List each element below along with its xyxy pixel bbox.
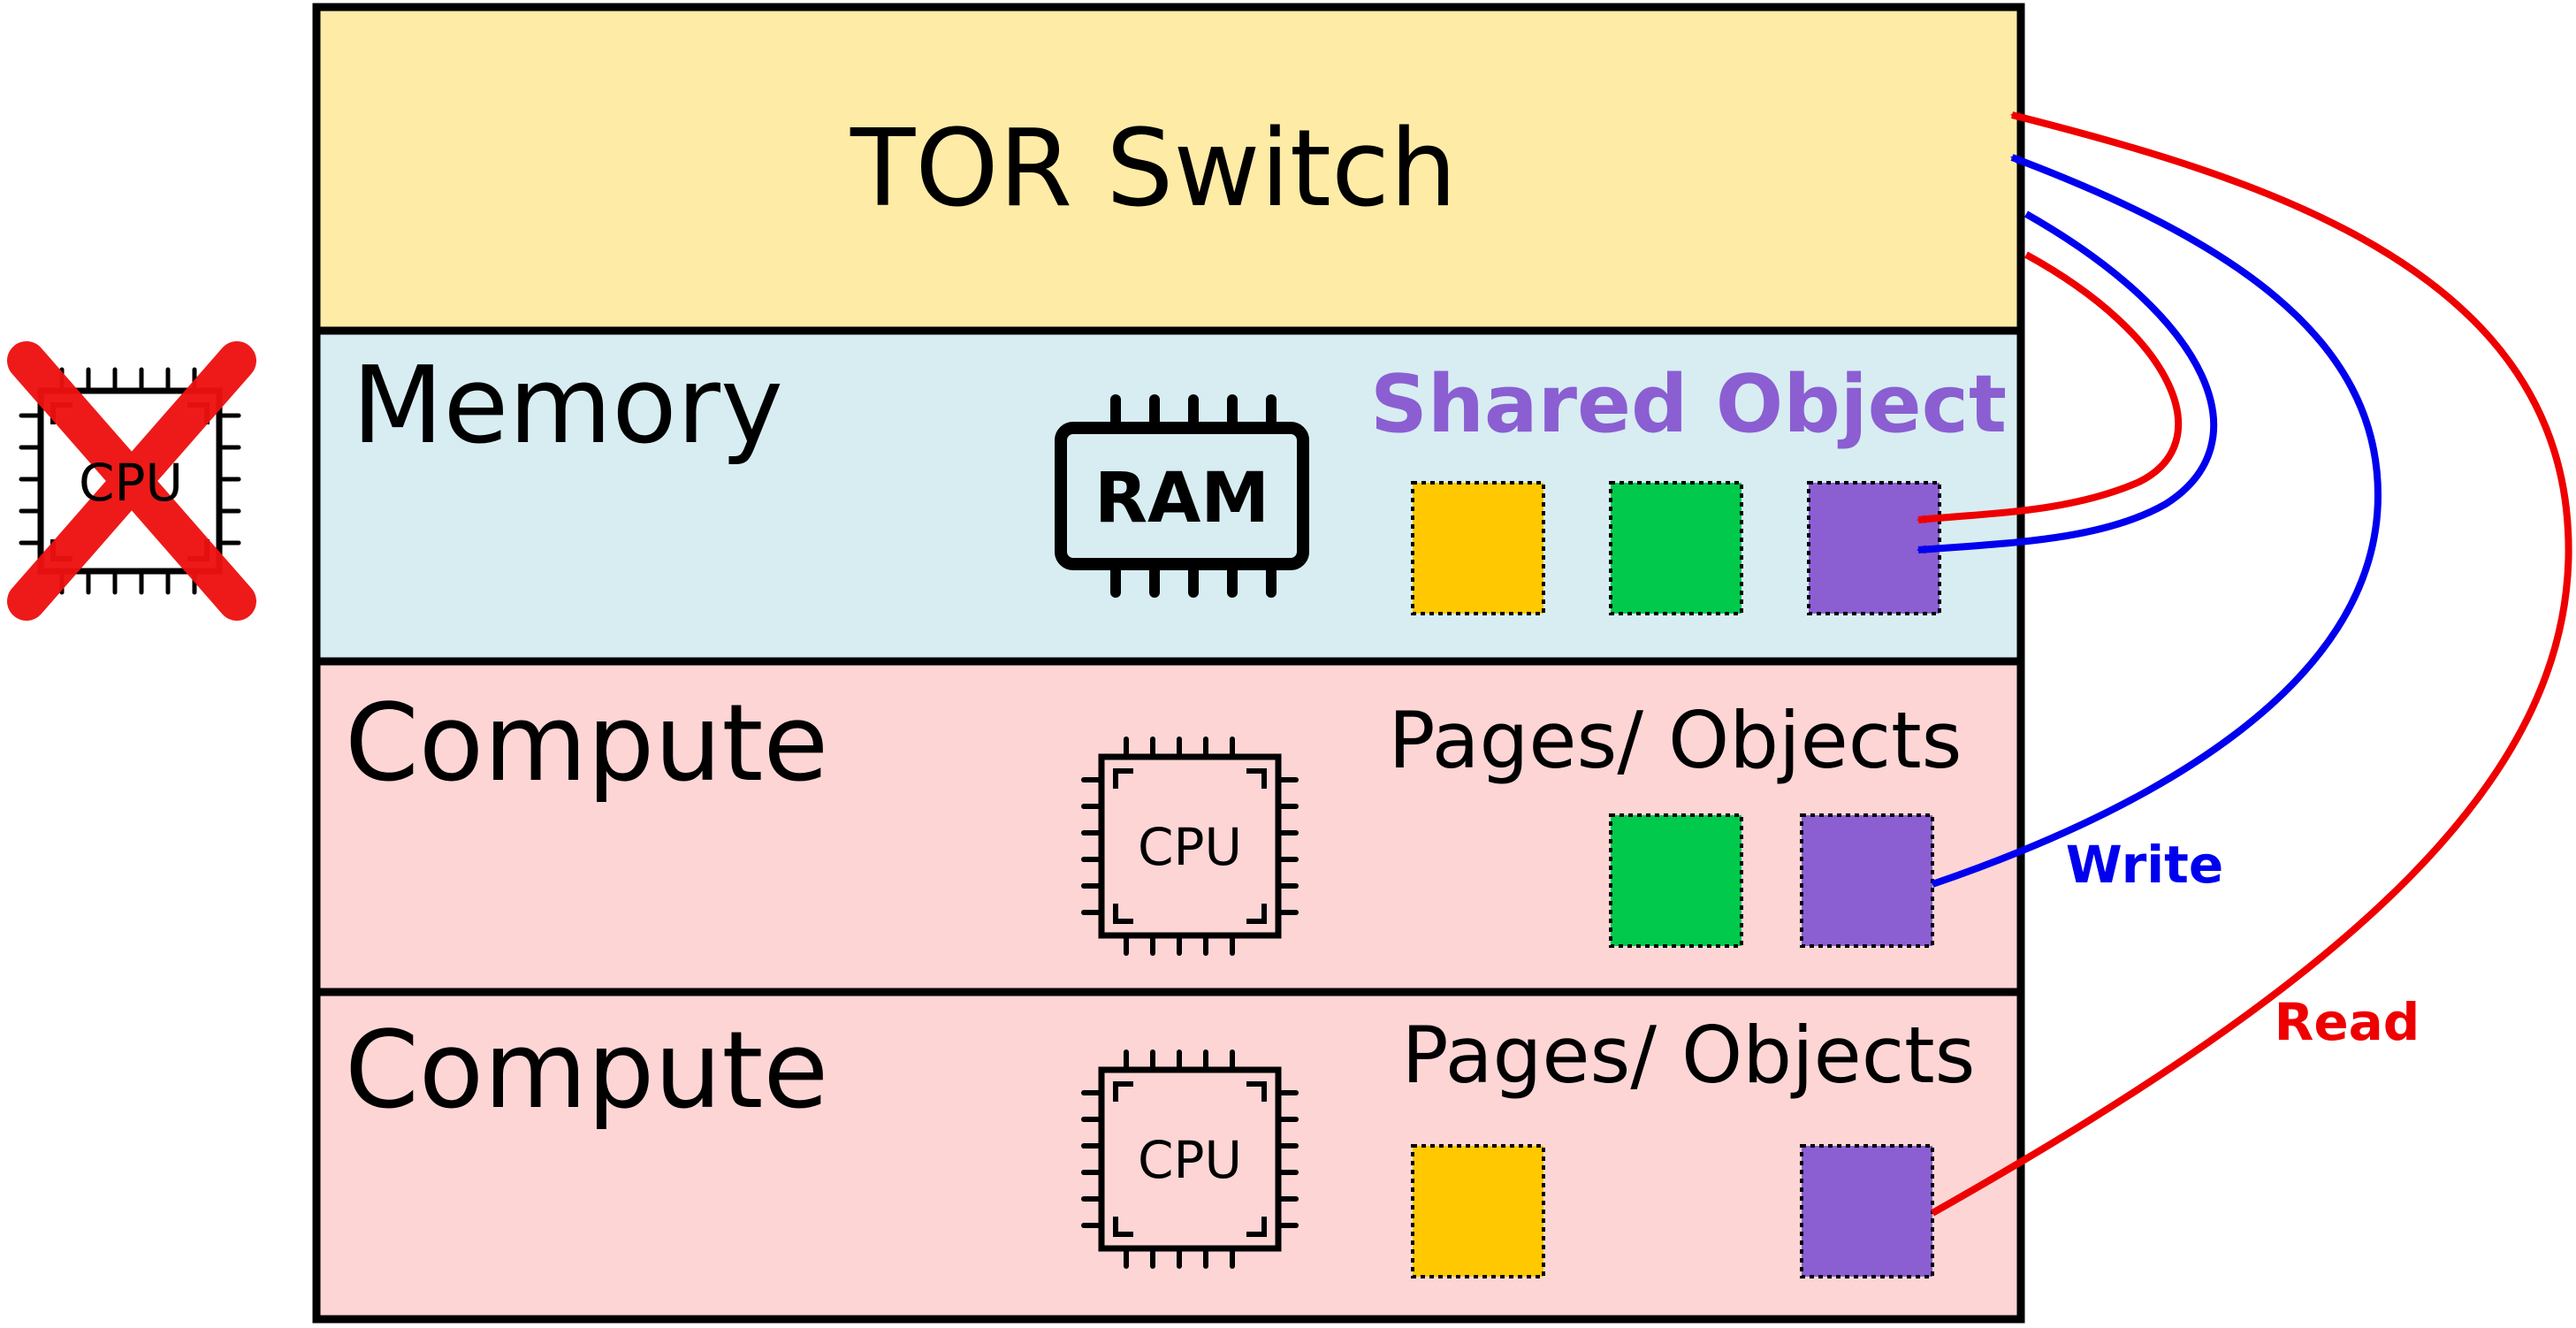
tor-switch-box bbox=[312, 3, 2025, 335]
cpu-label-2: CPU bbox=[1138, 1130, 1242, 1190]
compute1-object-green bbox=[1609, 813, 1743, 948]
compute2-object-yellow bbox=[1411, 1144, 1545, 1278]
tor-switch-label: TOR Switch bbox=[850, 108, 1457, 231]
failed-cpu-icon: CPU bbox=[7, 341, 256, 621]
read-arrow-to-switch bbox=[1931, 111, 2572, 1217]
ram-icon: RAM bbox=[1055, 394, 1309, 598]
failed-cpu-label: CPU bbox=[79, 453, 183, 513]
write-arrow-to-memory bbox=[1917, 210, 2218, 554]
pages-objects-label-2: Pages/ Objects bbox=[1402, 1010, 1976, 1101]
cross-icon bbox=[7, 341, 256, 621]
memory-object-green bbox=[1609, 481, 1743, 615]
compute2-object-purple bbox=[1800, 1144, 1934, 1278]
write-label: Write bbox=[2066, 835, 2224, 895]
read-arrow-to-memory bbox=[1917, 251, 2183, 524]
compute-label-1: Compute bbox=[345, 683, 828, 805]
compute1-object-purple bbox=[1800, 813, 1934, 948]
cpu-label-1: CPU bbox=[1138, 817, 1242, 877]
cpu-icon-1: CPU bbox=[1081, 737, 1299, 956]
write-arrow-to-switch bbox=[1931, 154, 2382, 888]
compute-label-2: Compute bbox=[345, 1010, 828, 1133]
cpu-icon-2: CPU bbox=[1081, 1049, 1299, 1269]
ram-label: RAM bbox=[1094, 459, 1269, 538]
memory-label: Memory bbox=[352, 345, 783, 468]
compute-box-2 bbox=[312, 988, 2025, 1324]
read-label: Read bbox=[2275, 992, 2420, 1052]
pages-objects-label-1: Pages/ Objects bbox=[1389, 695, 1962, 786]
memory-object-yellow bbox=[1411, 481, 1545, 615]
shared-object-label: Shared Object bbox=[1370, 358, 2007, 451]
